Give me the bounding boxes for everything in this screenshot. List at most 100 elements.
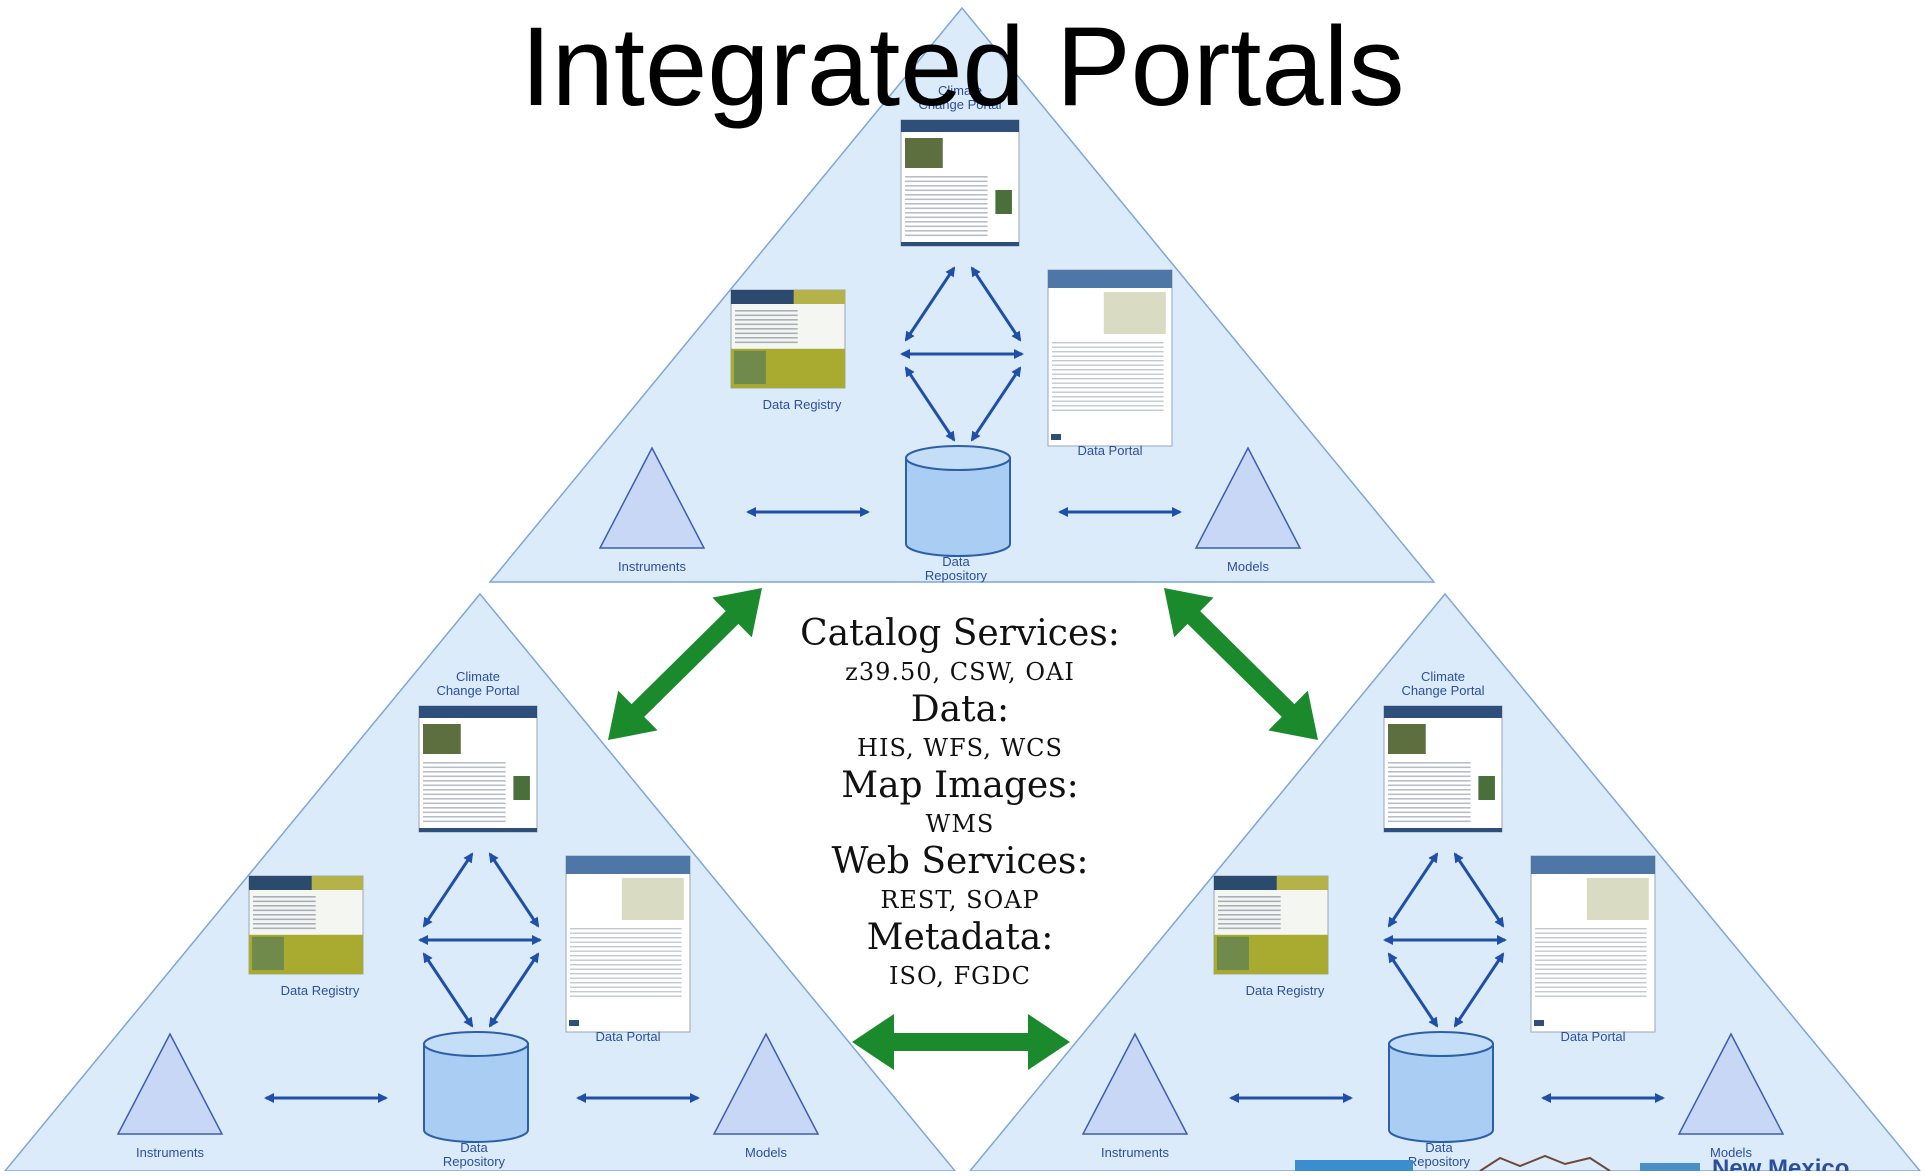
repository-label: Data [1425,1140,1453,1155]
services-list: Catalog Services: z39.50, CSW, OAI Data:… [760,612,1160,992]
thumb-table-row [570,964,682,966]
thumb-text-line [905,203,988,205]
thumb-text-line [253,927,316,930]
thumb-text-line [1218,914,1281,916]
service-data: Data: HIS, WFS, WCS [760,688,1160,764]
thumb-map [1586,878,1649,920]
service-map-images: Map Images: WMS [760,764,1160,840]
thumb-table-row [1052,396,1164,398]
double-arrow [904,366,956,442]
data-registry-screenshot [730,289,846,389]
thumb-text-line [253,896,316,898]
thumb-table-row [570,986,682,988]
thumb-photo [734,350,766,385]
thumb-table-row [1052,342,1164,344]
repository-cylinder [1388,1031,1494,1143]
thumb-table-row [1535,973,1647,975]
repository-cylinder [423,1031,529,1143]
instruments-triangle [598,446,706,549]
data-portal-label: Data Portal [1077,443,1142,458]
thumb-header [566,856,690,874]
thumb-map [1103,292,1166,334]
thumb-logo [1534,1020,1544,1026]
repository-label: Data [942,554,970,569]
instruments-triangle [1081,1032,1189,1135]
instruments-label: Instruments [136,1145,204,1160]
thumb-text-line [423,771,506,773]
thumb-table-row [1535,941,1647,943]
thumb-table-row [570,982,682,984]
thumb-table-row [570,977,682,979]
thumb-table-row [570,932,682,934]
service-detail: ISO, FGDC [889,962,1031,990]
thumb-table-row [1052,355,1164,357]
thumb-text-line [423,766,506,769]
thumb-text-line [905,221,988,223]
climate-portal-screenshot [1383,705,1503,833]
thumb-header [1531,856,1655,874]
thumb-text-line [1388,793,1471,796]
service-metadata: Metadata: ISO, FGDC [760,916,1160,992]
thumb-text-line [423,807,506,809]
climate-portal-screenshot [418,705,538,833]
thumb-table-row [1535,946,1647,948]
thumb-text-line [905,216,988,219]
thumb-photo [252,936,284,971]
climate-portal-label: Change Portal [918,97,1001,112]
thumb-text-line [423,784,506,787]
thumb-text-line [905,176,988,178]
cylinder-top [423,1031,529,1057]
thumb-text-line [1218,900,1281,903]
thumb-text-line [905,180,988,183]
thumb-table-row [570,928,682,930]
thumb-table-row [570,968,682,970]
climate-portal-label: Change Portal [436,683,519,698]
mountain-logo-icon [1479,1154,1611,1172]
thumb-table-row [1052,409,1164,411]
thumb-text-line [253,918,316,921]
thumb-text-line [423,793,506,796]
thumb-text-line [735,310,798,312]
double-arrow [422,852,474,928]
thumb-logo [1051,434,1061,440]
thumb-table-row [1535,964,1647,966]
thumb-text-line [253,905,316,907]
thumb-table-row [1535,977,1647,979]
models-triangle [712,1032,820,1135]
data-registry-label: Data Registry [281,983,360,998]
repository-label: Data [460,1140,488,1155]
data-registry-screenshot [1213,875,1329,975]
thumb-table-row [1052,360,1164,362]
thumb-footer [901,242,1019,246]
thumb-text-line [905,185,988,187]
thumb-table-row [1052,351,1164,353]
thumb-table-row [1535,950,1647,952]
thumb-text-line [1388,807,1471,809]
models-label: Models [1710,1145,1752,1160]
thumb-side-photo [1478,776,1495,800]
data-portal-screenshot [565,855,691,1033]
thumb-text-line [905,225,988,228]
thumb-text-line [423,798,506,800]
thumb-text-line [735,332,798,335]
repository-label: Repository [443,1154,506,1169]
thumb-text-line [1218,923,1281,925]
thumb-photo [905,138,943,168]
thumb-text-line [735,337,798,339]
thumb-text-line [423,816,506,818]
thumb-text-line [905,230,988,232]
thumb-text-line [1388,771,1471,773]
climate-portal-label: Climate [938,83,982,98]
thumb-table-row [570,937,682,939]
page-title: Integrated Portals [520,4,1405,129]
thumb-table-row [1535,968,1647,970]
double-arrow [970,366,1022,442]
thumb-text-line [423,802,506,805]
thumb-table-row [1535,991,1647,993]
thumb-table-row [1535,995,1647,997]
thumb-text-line [1218,918,1281,921]
instruments-label: Instruments [618,559,686,574]
thumb-footer [419,828,537,832]
thumb-table-row [1052,378,1164,380]
thumb-table-row [1535,932,1647,934]
